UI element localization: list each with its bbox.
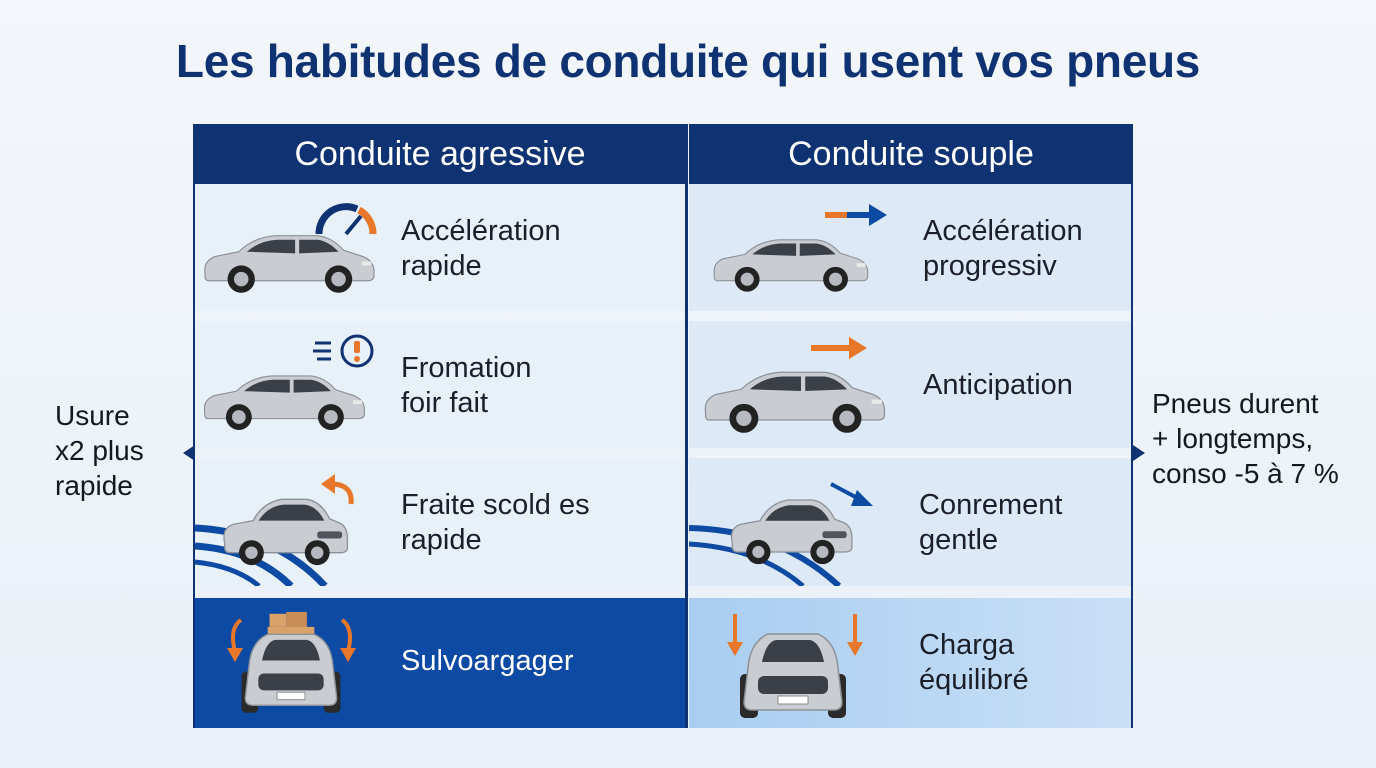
label-line1: Fraite scold es <box>401 489 590 521</box>
arrow-right-icon <box>825 204 887 226</box>
car-image <box>713 239 869 293</box>
label-line2: équilibré <box>919 664 1029 696</box>
load-arrows-icon <box>847 614 863 656</box>
row-balanced-load: Charga équilibré <box>689 598 1133 728</box>
row-cornering: Fraite scold es rapide <box>195 458 685 586</box>
side-right-line2: + longtemps, <box>1152 423 1314 454</box>
load-arrows-icon <box>227 618 243 662</box>
side-left-line3: rapide <box>55 470 133 501</box>
car-front-image <box>240 611 342 714</box>
row-rapid-acceleration: Accélération rapide <box>195 184 685 311</box>
label-line1: Fromation <box>401 352 532 384</box>
side-right-line1: Pneus durent <box>1152 388 1319 419</box>
row-braking: Fromation foir fait <box>195 321 685 448</box>
arrow-right-icon <box>811 337 867 359</box>
side-left-line1: Usure <box>55 400 130 431</box>
label-line2: foir fait <box>401 387 489 419</box>
page-title: Les habitudes de conduite qui usent vos … <box>175 35 1201 87</box>
label-line2: gentle <box>919 524 999 556</box>
side-note-left: Usure x2 plus rapide <box>55 398 144 503</box>
side-note-right: Pneus durent + longtemps, conso -5 à 7 % <box>1152 386 1339 491</box>
row-gentle-cornering: Conrement gentle <box>689 458 1133 586</box>
frame-border-left <box>193 124 195 728</box>
side-right-line3: conso -5 à 7 % <box>1152 458 1339 489</box>
side-right-arrow-icon <box>1133 445 1145 461</box>
load-arrows-icon <box>727 614 743 656</box>
alert-icon <box>313 334 374 368</box>
speedometer-icon <box>315 203 377 236</box>
label-line1: Anticipation <box>923 369 1073 401</box>
load-arrows-icon <box>340 618 356 662</box>
row-anticipation: Anticipation <box>689 321 1133 448</box>
column-divider <box>685 124 688 728</box>
label-line1: Charga <box>919 629 1015 661</box>
side-left-line2: x2 plus <box>55 435 144 466</box>
label-line2: rapide <box>401 524 482 556</box>
aggressive-header: Conduite agressive <box>195 124 685 184</box>
label-line1: Conrement <box>919 489 1063 521</box>
smooth-header: Conduite souple <box>689 124 1133 184</box>
aggressive-column: Conduite agressive Accélération rapide F… <box>195 124 685 728</box>
side-left-arrow-icon <box>183 445 195 461</box>
turn-arrow-icon <box>321 474 354 505</box>
car-image <box>704 371 886 434</box>
arrow-diagonal-icon <box>830 482 873 506</box>
frame-border-right <box>1131 124 1133 728</box>
row-progressive-acceleration: Accélération progressiv <box>689 184 1133 311</box>
row-overload: Sulvoargager <box>195 598 685 728</box>
label-line1: Accélération <box>401 215 561 247</box>
label-line1: Sulvoargager <box>401 645 574 677</box>
label-line1: Accélération <box>923 215 1083 247</box>
label-line2: rapide <box>401 250 482 282</box>
label-line2: progressiv <box>923 250 1057 282</box>
smooth-column: Conduite souple Accélération progressiv … <box>689 124 1133 728</box>
